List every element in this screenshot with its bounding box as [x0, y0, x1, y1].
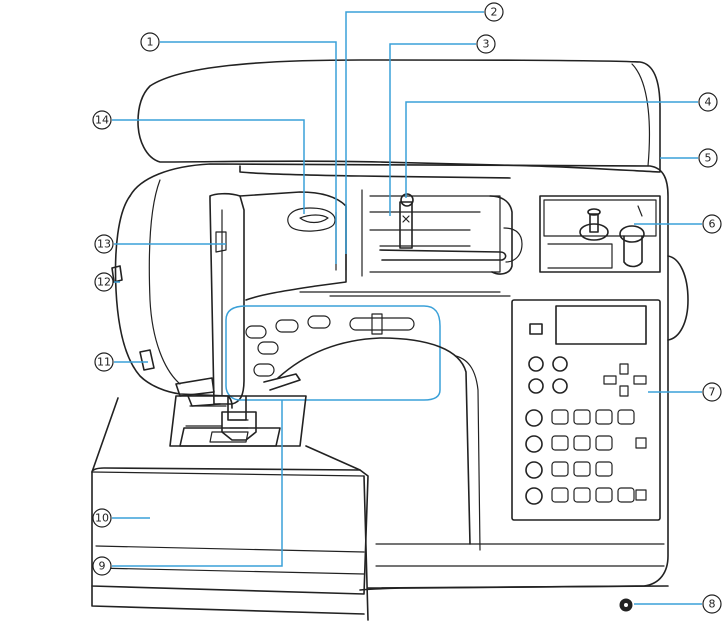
leader-9	[112, 400, 283, 567]
direction-pad-down	[619, 385, 629, 397]
svg-text:11: 11	[97, 356, 111, 369]
direction-pad-up	[619, 363, 629, 375]
bobbin-seat	[619, 225, 645, 243]
svg-text:7: 7	[709, 386, 716, 399]
spool-pin-top	[400, 193, 414, 207]
svg-text:3: 3	[483, 38, 490, 51]
spool-area	[369, 195, 501, 273]
thread-guide-slot	[215, 231, 227, 253]
operation-buttons-outline	[225, 305, 441, 401]
lcd-screen	[555, 305, 647, 345]
handwheel	[667, 255, 689, 341]
callout-12: 12	[94, 272, 114, 292]
callout-14: 14	[92, 110, 112, 130]
callout-5: 5	[698, 148, 718, 168]
accessory-table	[91, 467, 361, 473]
panel-button-small	[529, 323, 543, 335]
callout-10: 10	[92, 508, 112, 528]
presser-foot	[221, 411, 257, 441]
button-d	[257, 341, 279, 355]
presser-foot-lever	[263, 373, 301, 391]
svg-text:9: 9	[99, 560, 106, 573]
leader-14	[112, 119, 305, 214]
leader-1	[160, 41, 337, 264]
callout-lines	[112, 11, 702, 605]
thread-spool-holder	[399, 201, 413, 249]
bobbin-winder-area	[539, 195, 661, 273]
svg-text:8: 8	[709, 598, 716, 611]
leader-2	[345, 11, 484, 254]
svg-text:4: 4	[705, 96, 712, 109]
callout-9: 9	[92, 556, 112, 576]
top-cover-edge	[631, 63, 651, 167]
callout-4: 4	[698, 92, 718, 112]
button-e	[253, 363, 275, 377]
direction-pad-right	[633, 375, 647, 385]
bobbin-winder-spindle	[579, 223, 609, 241]
leader-3	[389, 43, 476, 216]
side-knob	[111, 265, 123, 283]
callout-3: 3	[476, 34, 496, 54]
svg-text:5: 5	[705, 152, 712, 165]
svg-text:12: 12	[97, 276, 111, 289]
callout-markers: 1 2 3 4 5 6 7 8 9 10 11 12 13 14	[92, 2, 722, 614]
head-curve	[148, 179, 181, 385]
svg-text:6: 6	[709, 218, 716, 231]
callout-1: 1	[140, 32, 160, 52]
bobbin-cover	[179, 427, 281, 447]
callout-7: 7	[702, 382, 722, 402]
thread-path-block	[239, 191, 347, 301]
callout-6: 6	[702, 214, 722, 234]
needle-plate	[169, 395, 307, 447]
thread-guide-dial	[287, 207, 336, 232]
buttonhole-lever	[139, 349, 155, 371]
spool-pin	[379, 249, 507, 261]
callout-2: 2	[484, 2, 504, 22]
button-a	[245, 325, 267, 339]
arm-opening	[277, 337, 471, 545]
leader-4	[405, 101, 698, 198]
button-c	[307, 315, 331, 329]
top-cover	[137, 59, 661, 173]
button-b	[275, 319, 299, 333]
direction-pad-left	[603, 375, 617, 385]
svg-text:14: 14	[95, 114, 109, 127]
machine-head	[114, 195, 233, 409]
svg-text:13: 13	[97, 238, 111, 251]
control-panel	[511, 299, 661, 521]
thread-cutter	[175, 377, 215, 397]
pattern-keypad	[525, 409, 647, 505]
svg-text:1: 1	[147, 36, 154, 49]
callout-8: 8	[702, 594, 722, 614]
arm-top	[239, 165, 511, 179]
svg-text:10: 10	[95, 512, 109, 525]
callout-13: 13	[94, 234, 114, 254]
front-panel-column	[209, 192, 245, 405]
callout-11: 11	[94, 352, 114, 372]
bed-crease	[95, 545, 365, 553]
svg-text:2: 2	[491, 6, 498, 19]
